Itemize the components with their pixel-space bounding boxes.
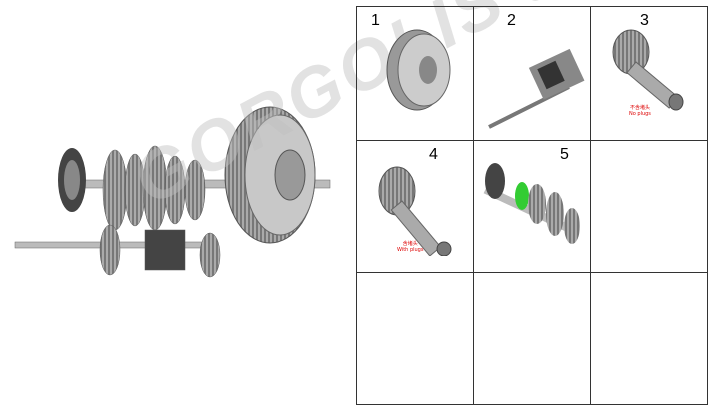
empty-cell — [591, 141, 707, 273]
part-number: 3 — [640, 12, 649, 29]
part-number: 2 — [507, 12, 516, 29]
output-shaft-image — [378, 166, 452, 256]
part-number: 5 — [560, 146, 569, 163]
empty-cell — [591, 273, 707, 404]
part-number: 1 — [371, 12, 380, 29]
part-cell-5[interactable]: 5 — [474, 141, 591, 273]
input-shaft-image — [612, 29, 684, 111]
clutch-image — [386, 29, 451, 111]
empty-cell — [357, 273, 474, 404]
empty-cell — [474, 273, 591, 404]
part-number: 4 — [429, 146, 438, 163]
gearbox-assembly-illustration — [14, 106, 331, 278]
part-cell-2[interactable]: 2 — [474, 7, 591, 141]
gear-cluster-image — [483, 163, 580, 244]
part-cell-1[interactable]: 1 — [357, 7, 474, 141]
shift-drum-image — [488, 48, 585, 129]
